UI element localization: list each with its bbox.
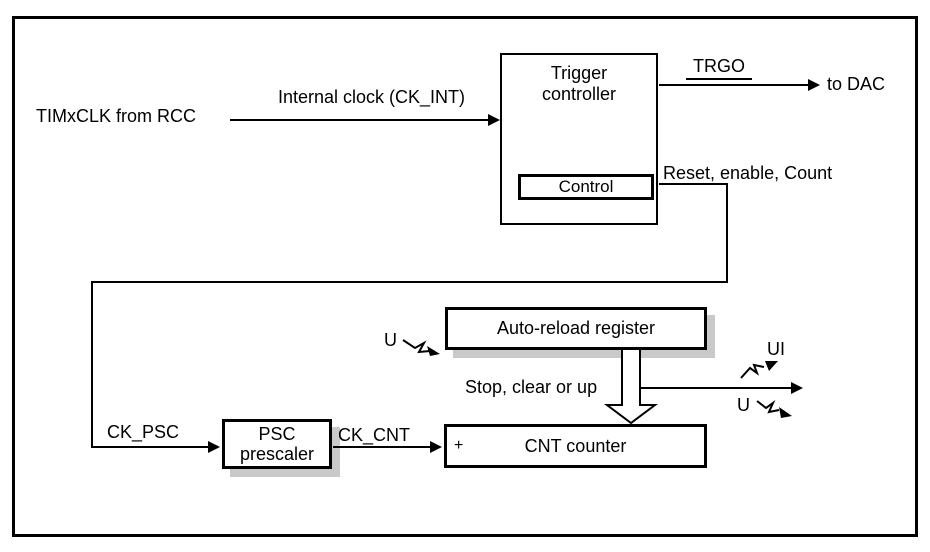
- trigger-controller-label-line1: Trigger: [550, 63, 608, 83]
- internal-clock-label: Internal clock (CK_INT): [278, 87, 466, 107]
- control-label: Control: [558, 177, 614, 196]
- psc-prescaler-label-line1: PSC: [258, 424, 296, 444]
- block-control: Control: [518, 174, 654, 200]
- timxclk-label: TIMxCLK from RCC: [36, 106, 197, 126]
- ck-cnt-label: CK_CNT: [338, 425, 411, 445]
- psc-prescaler-label-line2: prescaler: [239, 444, 315, 464]
- stop-clear-or-up-label: Stop, clear or up: [465, 377, 598, 397]
- cnt-counter-plus-sign: +: [454, 437, 464, 454]
- auto-reload-register-label: Auto-reload register: [496, 318, 656, 338]
- trigger-controller-label-line2: controller: [541, 84, 617, 104]
- update-interrupt-label: UI: [767, 339, 785, 359]
- trgo-label: TRGO: [686, 57, 752, 80]
- update-event-label-auto-reload: U: [384, 330, 397, 350]
- cnt-counter-label: CNT counter: [524, 435, 627, 456]
- ck-psc-label: CK_PSC: [107, 422, 180, 442]
- block-auto-reload-register: Auto-reload register: [445, 307, 707, 350]
- diagram-frame: [12, 16, 918, 537]
- update-event-label-counter: U: [737, 395, 750, 415]
- block-psc-prescaler: PSC prescaler: [222, 419, 332, 469]
- to-dac-label: to DAC: [827, 74, 886, 94]
- reset-enable-count-label: Reset, enable, Count: [663, 163, 833, 183]
- block-cnt-counter: + CNT counter: [444, 424, 707, 468]
